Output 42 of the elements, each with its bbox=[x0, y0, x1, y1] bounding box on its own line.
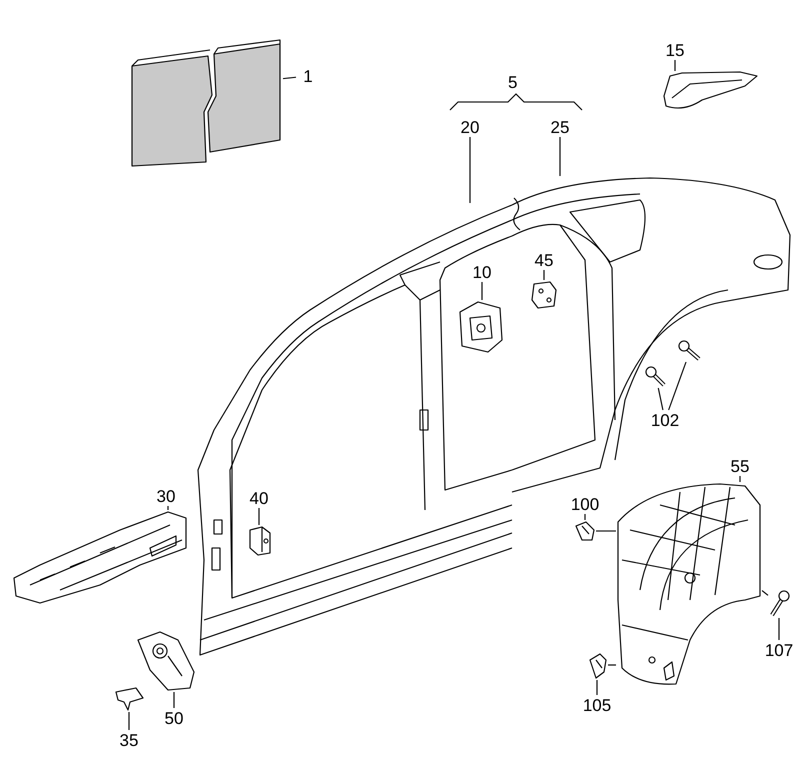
leader-line bbox=[173, 692, 175, 708]
callout-number: 25 bbox=[550, 118, 570, 136]
callout-number: 105 bbox=[582, 696, 612, 714]
bolt-drawing bbox=[678, 340, 702, 362]
leader-line bbox=[668, 362, 687, 410]
callout-number: 55 bbox=[730, 458, 750, 474]
leader-line bbox=[167, 506, 169, 510]
leader-line bbox=[762, 590, 768, 596]
bolt-drawing bbox=[645, 366, 667, 388]
leader-line bbox=[559, 137, 561, 176]
callout-number: 107 bbox=[764, 642, 794, 658]
leader-line bbox=[608, 664, 616, 666]
leader-line bbox=[658, 388, 664, 410]
callout-number: 50 bbox=[164, 710, 184, 726]
callout-number: 1 bbox=[303, 68, 313, 84]
callout-number: 30 bbox=[156, 488, 176, 504]
callout-number: 15 bbox=[666, 42, 684, 58]
leader-line bbox=[258, 508, 260, 525]
leader-line bbox=[674, 60, 676, 71]
leader-line bbox=[778, 618, 780, 640]
leader-line bbox=[543, 270, 545, 280]
leader-line bbox=[596, 530, 616, 532]
reinforcement-plate-drawing bbox=[135, 630, 197, 692]
callout-number: 5 bbox=[508, 74, 518, 91]
leader-line bbox=[128, 712, 130, 730]
leader-line bbox=[596, 680, 598, 695]
callout-number: 35 bbox=[120, 732, 138, 748]
leader-line bbox=[282, 76, 296, 80]
leader-line bbox=[584, 514, 586, 520]
leader-line bbox=[469, 137, 471, 203]
bracket-drawing bbox=[530, 280, 558, 310]
clip-drawing bbox=[574, 520, 596, 542]
leader-line bbox=[739, 476, 741, 482]
leader-line bbox=[481, 282, 483, 300]
callout-number: 45 bbox=[534, 252, 554, 268]
callout-number: 10 bbox=[472, 264, 492, 280]
callout-number: 100 bbox=[570, 496, 600, 512]
clip-drawing bbox=[113, 686, 145, 712]
callout-number: 40 bbox=[250, 490, 268, 506]
callout-number: 102 bbox=[650, 412, 680, 428]
bolt-drawing bbox=[768, 590, 790, 618]
callout-number: 20 bbox=[460, 118, 480, 136]
